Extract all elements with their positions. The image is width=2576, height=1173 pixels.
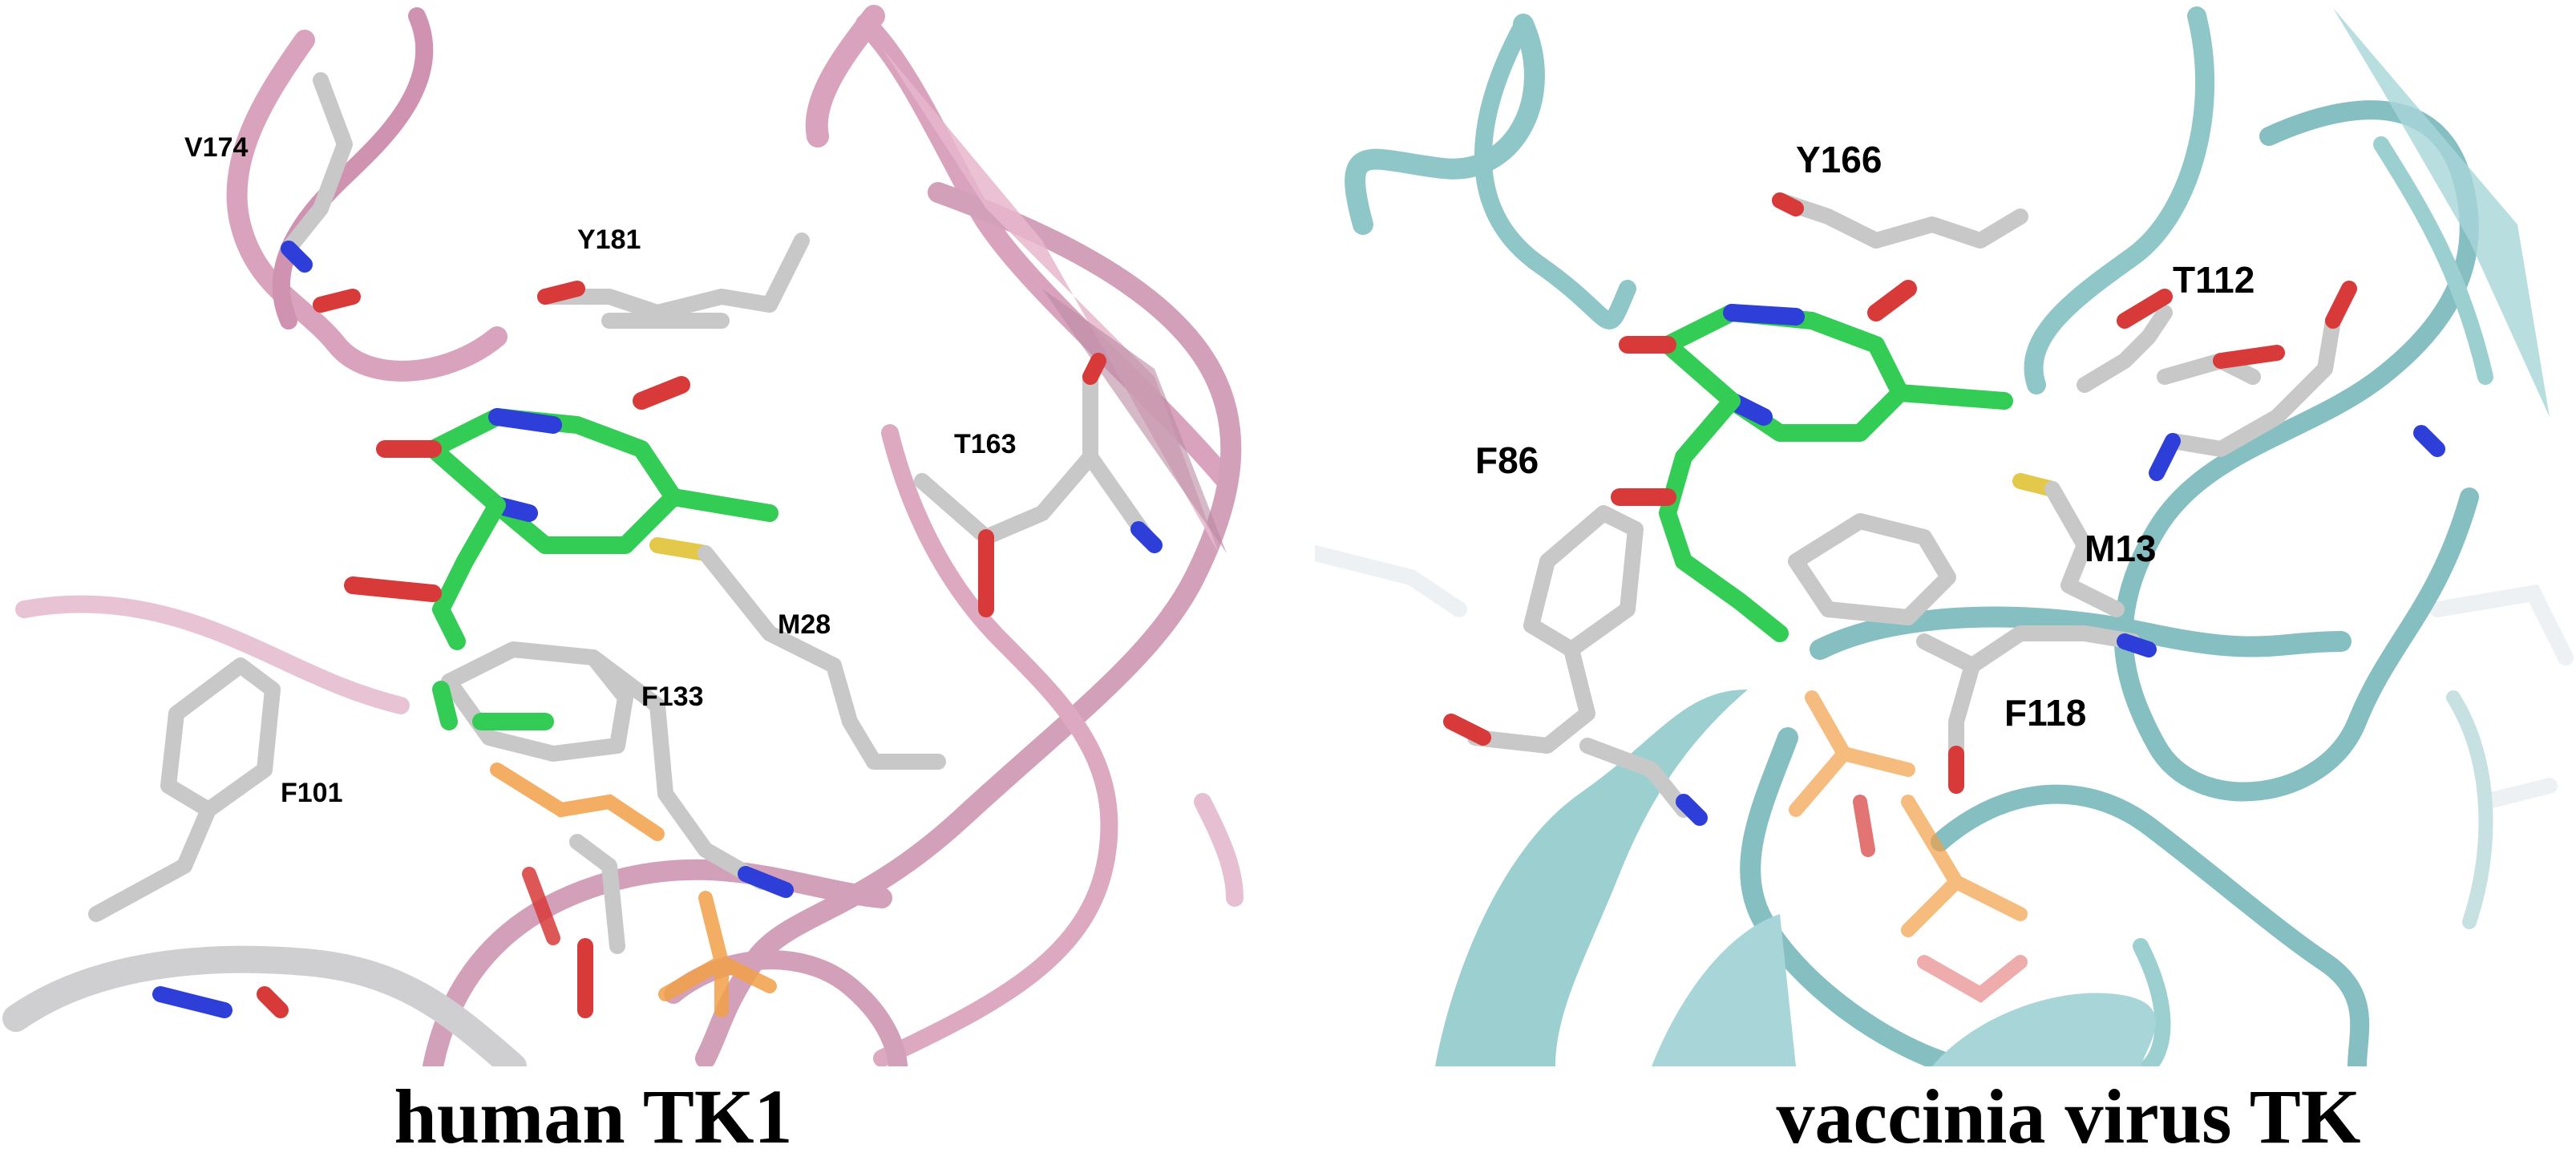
vaccinia-residue-sticks <box>1443 192 2445 826</box>
vaccinia-helix-bottom <box>1652 914 1796 1066</box>
label-V174: V174 <box>184 132 248 163</box>
vaccinia-tk-structure: Y166 T112 F86 M13 F118 <box>1315 6 2574 1066</box>
vaccinia-ligand <box>1611 280 2013 642</box>
label-F133: F133 <box>641 682 704 712</box>
label-T112: T112 <box>2173 259 2255 301</box>
human-ligand <box>344 376 778 730</box>
human-tk1-panel: V174 Y181 T163 M28 F133 F101 <box>0 0 1251 1066</box>
label-F101: F101 <box>281 778 343 808</box>
caption-human-tk1: human TK1 <box>394 1074 793 1159</box>
label-F86: F86 <box>1475 439 1539 481</box>
vaccinia-helix-left <box>1435 690 1748 1066</box>
vaccinia-background <box>1315 545 2574 810</box>
caption-vaccinia-virus-tk: vaccinia virus TK <box>1776 1074 2361 1159</box>
label-Y181: Y181 <box>577 224 641 255</box>
label-M13: M13 <box>2085 528 2156 569</box>
human-residue-sticks <box>88 72 1163 1018</box>
label-Y166: Y166 <box>1796 139 1882 180</box>
label-T163: T163 <box>954 429 1017 459</box>
label-F118: F118 <box>2004 692 2086 734</box>
human-phosphate-sticks <box>490 762 777 1017</box>
label-M28: M28 <box>778 609 831 640</box>
vaccinia-beta-sheet <box>2333 8 2550 417</box>
vaccinia-phosphate-sticks <box>1789 690 2028 1003</box>
human-beta-sheet <box>882 48 1219 553</box>
vaccinia-sheet-bottom <box>1932 993 2156 1066</box>
vaccinia-tk-panel: Y166 T112 F86 M13 F118 <box>1315 0 2576 1066</box>
human-beta-sheet-shadow <box>1042 289 1227 553</box>
human-tk1-structure: V174 Y181 T163 M28 F133 F101 <box>2 5 1244 1066</box>
